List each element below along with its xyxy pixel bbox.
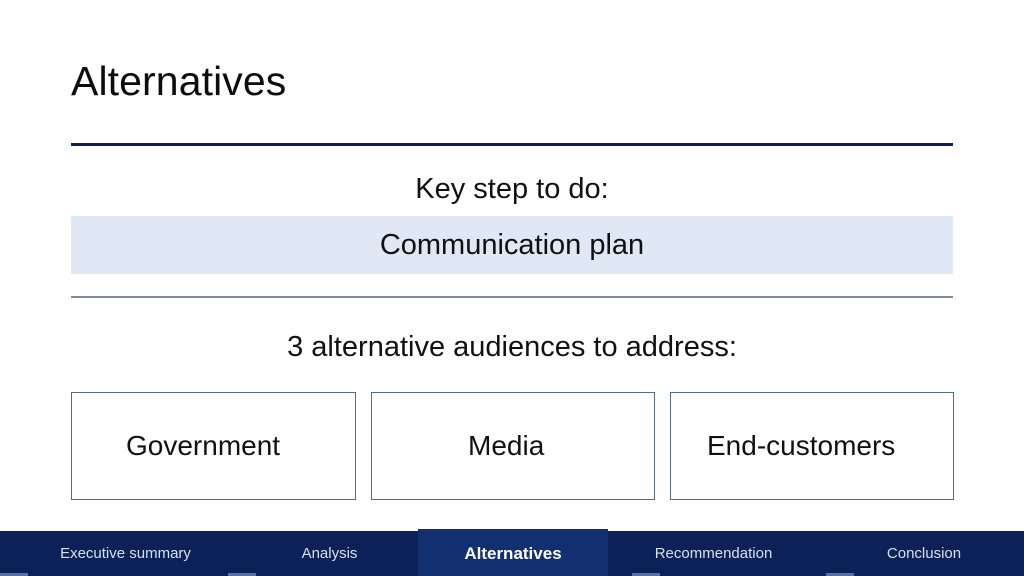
title-underline-rule (71, 143, 953, 146)
nav-item-conclusion[interactable]: Conclusion (828, 531, 1020, 576)
key-step-heading: Key step to do: (415, 173, 609, 205)
page-title: Alternatives (71, 58, 287, 104)
nav-item-analysis[interactable]: Analysis (248, 531, 411, 576)
audience-box-media[interactable]: Media (371, 392, 655, 500)
key-step-value: Communication plan (379, 228, 645, 261)
nav-item-label: Analysis (301, 545, 358, 562)
nav-item-label: Executive summary (60, 545, 191, 562)
section-divider (71, 296, 953, 298)
nav-item-label: Alternatives (464, 543, 562, 563)
audience-box-end-customers[interactable]: End-customers (670, 392, 954, 500)
audience-box-label: End-customers (707, 430, 896, 461)
nav-segment-tick (228, 573, 256, 576)
nav-item-label: Recommendation (654, 545, 773, 562)
key-step-band: Communication plan (71, 216, 953, 274)
audience-box-government[interactable]: Government (71, 392, 356, 500)
nav-item-label: Conclusion (886, 545, 962, 562)
nav-segment-tick (632, 573, 660, 576)
audiences-heading: 3 alternative audiences to address: (287, 331, 737, 363)
nav-segment-tick (0, 573, 28, 576)
nav-item-alternatives[interactable]: Alternatives (418, 531, 608, 576)
audience-box-label: Government (126, 430, 281, 461)
nav-item-recommendation[interactable]: Recommendation (615, 531, 812, 576)
audience-box-label: Media (468, 430, 545, 461)
nav-segment-tick (826, 573, 854, 576)
nav-active-highlight (418, 529, 608, 576)
nav-item-executive-summary[interactable]: Executive summary (18, 531, 233, 576)
